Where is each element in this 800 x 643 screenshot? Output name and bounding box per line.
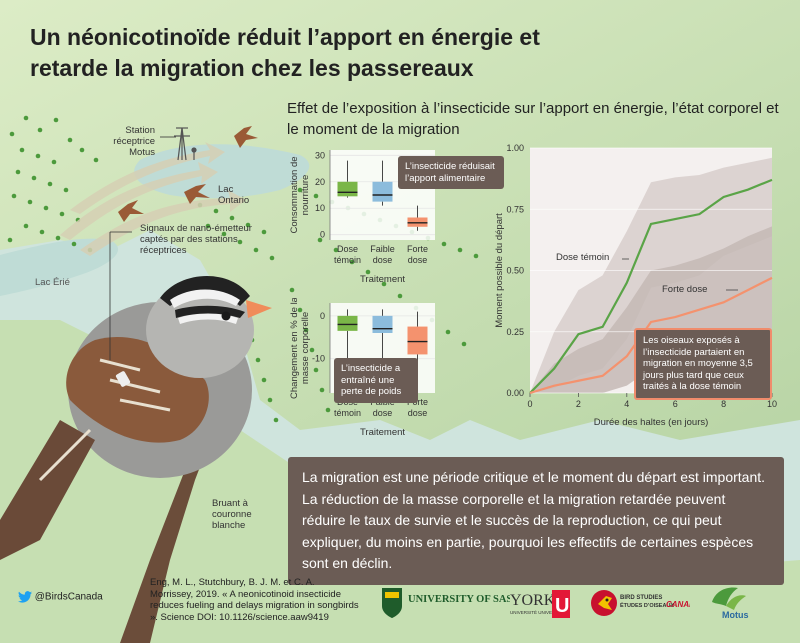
motus-logo-text: Motus bbox=[722, 610, 749, 620]
y-tick-label: 0.25 bbox=[506, 327, 524, 337]
x-axis-title: Traitement bbox=[360, 427, 405, 438]
x-axis-title: Durée des haltes (en jours) bbox=[594, 417, 709, 428]
page-title: Un néonicotinoïde réduit l’apport en éne… bbox=[30, 24, 540, 81]
control-line bbox=[529, 178, 773, 394]
york-logo-text: YORK bbox=[510, 592, 556, 609]
y-tick-label: 0.50 bbox=[506, 266, 524, 276]
box-2 bbox=[372, 181, 393, 202]
twitter-icon bbox=[18, 591, 32, 603]
high-dose-series-label: Forte dose bbox=[662, 284, 708, 295]
signal-arrows bbox=[60, 142, 246, 256]
sparrow-illustration bbox=[0, 275, 272, 643]
usask-logo: UNIVERSITY OF SASKATCHEWAN bbox=[380, 586, 582, 620]
chart3-callout: Les oiseaux exposés à l’insecticide part… bbox=[634, 328, 772, 400]
y-axis-title: Changement en % de lamasse corporelle bbox=[289, 298, 311, 399]
signals-label: Signaux de nano-émetteur captés par des … bbox=[140, 223, 252, 256]
chart2-callout: L’insecticide a entraîné une perte de po… bbox=[334, 358, 418, 403]
control-series-label: Dose témoin bbox=[556, 252, 610, 263]
x-tick-label: 8 bbox=[721, 399, 726, 409]
x-axis-title: Traitement bbox=[360, 274, 405, 285]
high-dose-line bbox=[529, 276, 773, 395]
york-u-mark: U bbox=[555, 595, 569, 617]
york-logo-subtext: UNIVERSITÉ UNIVERSITY bbox=[510, 609, 565, 615]
y-axis-title: Consommation denourriture bbox=[289, 156, 311, 233]
birds-canada-logo: BIRD STUDIES ÉTUDES D’OISEAUX CANADA bbox=[590, 586, 701, 620]
flying-bird-icon bbox=[118, 126, 258, 222]
x-tick-label: 10 bbox=[767, 399, 777, 409]
y-tick-label: 0 bbox=[320, 230, 325, 240]
station-label: Station réceptrice Motus bbox=[113, 125, 155, 158]
y-tick-label: 1.00 bbox=[506, 143, 524, 153]
x-tick-label: 0 bbox=[527, 399, 532, 409]
box-1 bbox=[337, 315, 358, 331]
y-tick-label: 20 bbox=[315, 177, 325, 187]
birds-canada-text-2: ÉTUDES D’OISEAUX bbox=[620, 601, 674, 609]
y-tick-label: 0.00 bbox=[506, 388, 524, 398]
chart1-callout: L’insecticide réduisait l’apport aliment… bbox=[398, 156, 504, 189]
york-logo: YORK UNIVERSITÉ UNIVERSITY U bbox=[510, 588, 570, 620]
y-tick-label: 0.75 bbox=[506, 204, 524, 214]
birds-canada-text-1: BIRD STUDIES bbox=[620, 595, 662, 601]
bird-species-label: Bruant à couronne blanche bbox=[212, 498, 252, 531]
twitter-handle[interactable]: @BirdsCanada bbox=[18, 591, 103, 603]
usask-logo-text: UNIVERSITY OF SASKATCHEWAN bbox=[408, 594, 510, 605]
motus-logo: Motus bbox=[702, 580, 752, 620]
page-subtitle: Effet de l’exposition à l’insecticide su… bbox=[287, 100, 779, 138]
x-tick-label: 6 bbox=[673, 399, 678, 409]
box-3 bbox=[407, 326, 428, 355]
x-tick-label: 4 bbox=[624, 399, 629, 409]
citation: Eng, M. L., Stutchbury, B. J. M. et C. A… bbox=[150, 577, 359, 623]
y-tick-label: -10 bbox=[312, 354, 325, 364]
y-axis-title: Moment possible du départ bbox=[494, 213, 505, 328]
y-tick-label: 0 bbox=[320, 311, 325, 321]
x-tick-label: 2 bbox=[576, 399, 581, 409]
conclusion-box: La migration est une période critique et… bbox=[288, 457, 784, 585]
y-tick-label: 30 bbox=[315, 150, 325, 160]
station-antenna-icon bbox=[174, 127, 197, 161]
lake-ontario-label: Lac Ontario bbox=[218, 184, 250, 206]
box-1 bbox=[337, 181, 358, 197]
y-tick-label: 10 bbox=[315, 203, 325, 213]
lake-erie-label: Lac Érié bbox=[35, 277, 70, 288]
birds-canada-text-3: CANADA bbox=[666, 600, 690, 609]
twitter-handle-text: @BirdsCanada bbox=[34, 591, 103, 603]
box-2 bbox=[372, 315, 393, 333]
